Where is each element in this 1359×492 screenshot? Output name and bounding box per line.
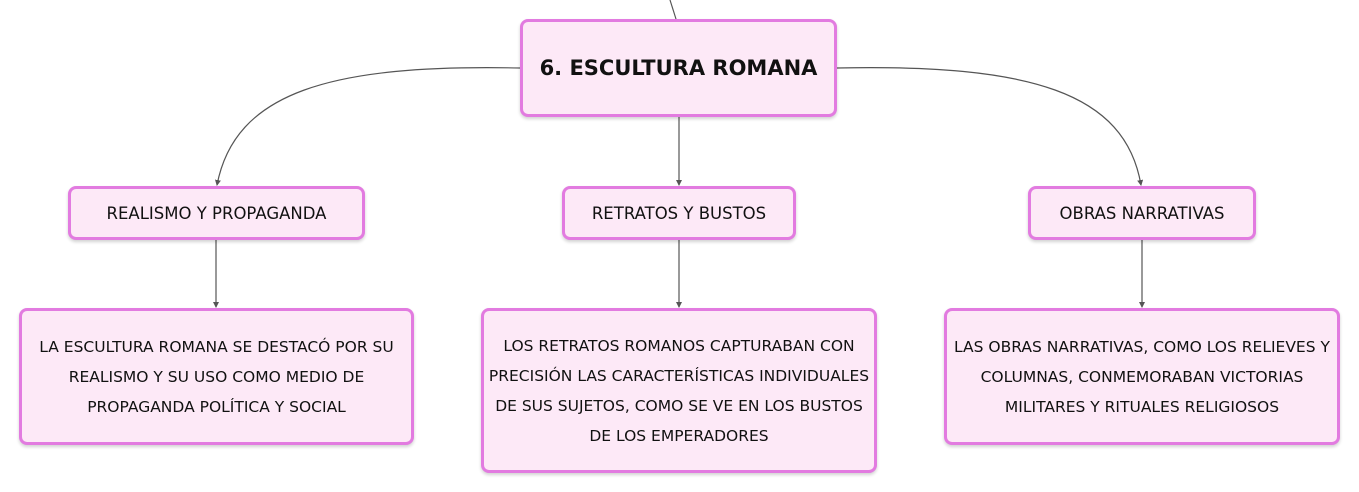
connector-from-parent [669, 0, 677, 20]
topic-node-realismo[interactable]: REALISMO Y PROPAGANDA [68, 186, 365, 240]
detail-node-obras[interactable]: LAS OBRAS NARRATIVAS, COMO LOS RELIEVES … [944, 308, 1340, 445]
detail-text-realismo: LA ESCULTURA ROMANA SE DESTACÓ POR SU RE… [39, 337, 394, 416]
root-topic-node[interactable]: 6. ESCULTURA ROMANA [520, 19, 837, 117]
topic-node-obras[interactable]: OBRAS NARRATIVAS [1028, 186, 1256, 240]
topic-node-retratos[interactable]: RETRATOS Y BUSTOS [562, 186, 796, 240]
connector-root-to-obras [836, 67, 1144, 186]
detail-text-retratos: LOS RETRATOS ROMANOS CAPTURABAN CON PREC… [488, 336, 870, 445]
detail-node-retratos[interactable]: LOS RETRATOS ROMANOS CAPTURABAN CON PREC… [481, 308, 877, 473]
root-topic-label: 6. ESCULTURA ROMANA [539, 56, 818, 80]
topic-label-realismo: REALISMO Y PROPAGANDA [106, 203, 327, 223]
topic-label-retratos: RETRATOS Y BUSTOS [591, 203, 767, 223]
detail-text-obras: LAS OBRAS NARRATIVAS, COMO LOS RELIEVES … [954, 337, 1330, 416]
topic-label-obras: OBRAS NARRATIVAS [1059, 203, 1225, 223]
connector-root-to-realismo [215, 67, 521, 186]
detail-node-realismo[interactable]: LA ESCULTURA ROMANA SE DESTACÓ POR SU RE… [19, 308, 414, 445]
